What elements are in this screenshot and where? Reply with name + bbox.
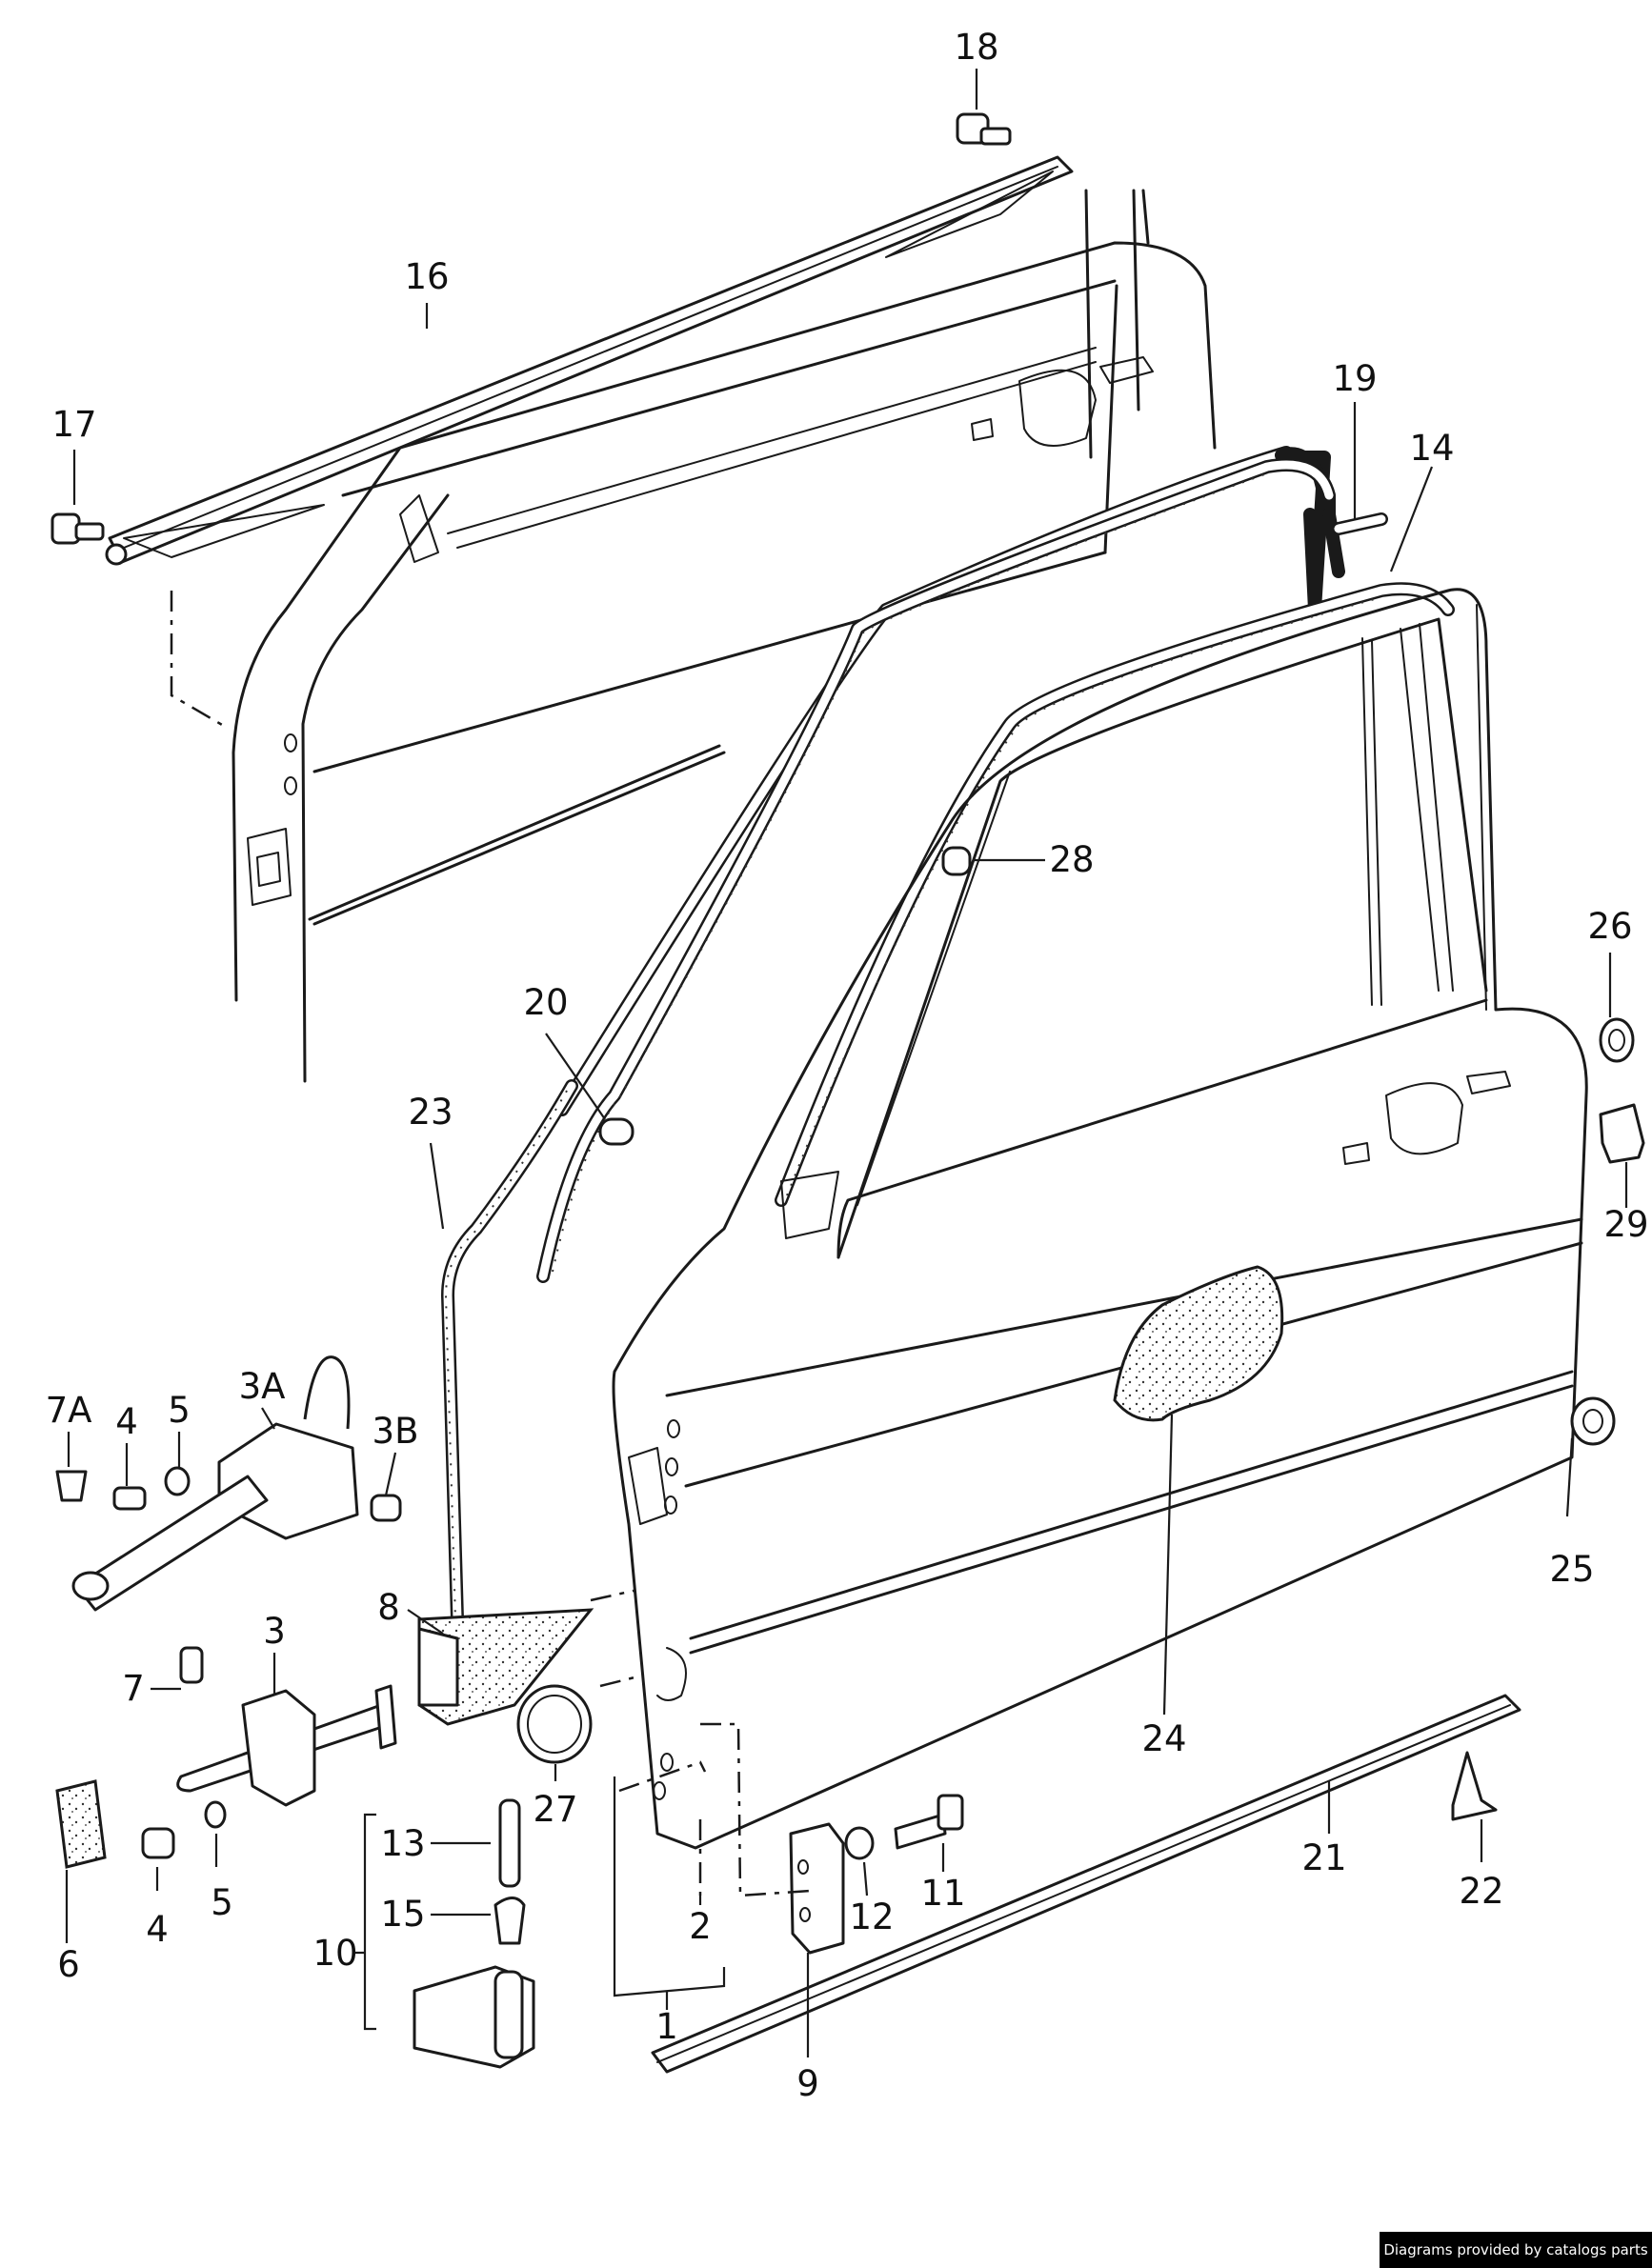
label-6: 6: [57, 1944, 80, 1985]
label-3: 3: [263, 1611, 286, 1652]
label-12: 12: [849, 1897, 894, 1937]
leader-lines: [65, 69, 1628, 2057]
label-2: 2: [689, 1906, 712, 1947]
label-19: 19: [1332, 358, 1377, 399]
bolt-11-icon: [894, 1794, 964, 1850]
grommet-25-icon: [1570, 1396, 1616, 1446]
sill-strip-21: [651, 1694, 1521, 2074]
label-4-upper: 4: [115, 1401, 138, 1442]
label-9: 9: [796, 2063, 819, 2104]
plug-20-icon: [598, 1117, 635, 1146]
seal-23: [441, 1079, 578, 1626]
label-4-lower: 4: [146, 1909, 169, 1950]
label-23: 23: [408, 1092, 453, 1133]
plug-27-icon: [516, 1684, 593, 1764]
label-3B: 3B: [373, 1411, 419, 1452]
label-10: 10: [312, 1933, 357, 1974]
label-28: 28: [1049, 839, 1094, 880]
check-arm-3: [55, 1646, 397, 1869]
screw-18-icon: [956, 112, 1012, 146]
door-seal-outer: [536, 458, 1345, 1283]
label-18: 18: [954, 27, 998, 68]
body-opening: [232, 189, 1217, 1083]
door-check-3A: [55, 1355, 402, 1612]
bracket-1: [613, 1776, 726, 2010]
label-7: 7: [122, 1668, 145, 1709]
label-16: 16: [404, 256, 449, 297]
label-24: 24: [1141, 1718, 1186, 1759]
upper-window-channel: [105, 155, 1074, 566]
grommet-26-icon: [1599, 1017, 1635, 1063]
label-22: 22: [1459, 1871, 1503, 1912]
label-5-lower: 5: [211, 1882, 233, 1923]
clip-22-icon: [1451, 1751, 1498, 1821]
label-17: 17: [51, 404, 96, 445]
door-seal-14: [775, 582, 1455, 1207]
foam-pad-24: [1113, 1265, 1284, 1422]
label-7A: 7A: [46, 1390, 92, 1431]
screw-17-icon: [50, 512, 105, 545]
label-25: 25: [1549, 1549, 1594, 1590]
label-27: 27: [533, 1789, 577, 1830]
front-door: [612, 588, 1588, 1850]
door-seal-19: [555, 446, 1336, 1116]
label-14: 14: [1409, 428, 1454, 469]
footer-credit: Diagrams provided by catalogs parts: [1380, 2232, 1652, 2268]
label-26: 26: [1587, 906, 1632, 947]
callout-labels: 18 16 17 19 14 28 26 20 23 29 7A 4 5 3A …: [46, 27, 1649, 2104]
label-15: 15: [380, 1894, 425, 1935]
label-1: 1: [655, 2006, 678, 2047]
bracket-10: [354, 1813, 376, 2031]
label-29: 29: [1603, 1204, 1648, 1245]
seal-19-strip: [1332, 512, 1388, 535]
assembly-lines: [170, 591, 811, 1897]
label-8: 8: [377, 1587, 400, 1628]
label-5-upper: 5: [168, 1390, 191, 1431]
foam-block-8: [417, 1608, 594, 1726]
hinge-10: [413, 1798, 535, 2069]
label-21: 21: [1301, 1837, 1346, 1878]
label-13: 13: [380, 1823, 425, 1864]
label-11: 11: [920, 1873, 965, 1914]
clip-29-icon: [1599, 1103, 1645, 1164]
washer-12-icon: [844, 1826, 875, 1860]
label-20: 20: [523, 982, 568, 1023]
hinge-plate-9: [789, 1822, 845, 1955]
label-3A: 3A: [239, 1366, 286, 1407]
clip-28-icon: [941, 846, 972, 876]
